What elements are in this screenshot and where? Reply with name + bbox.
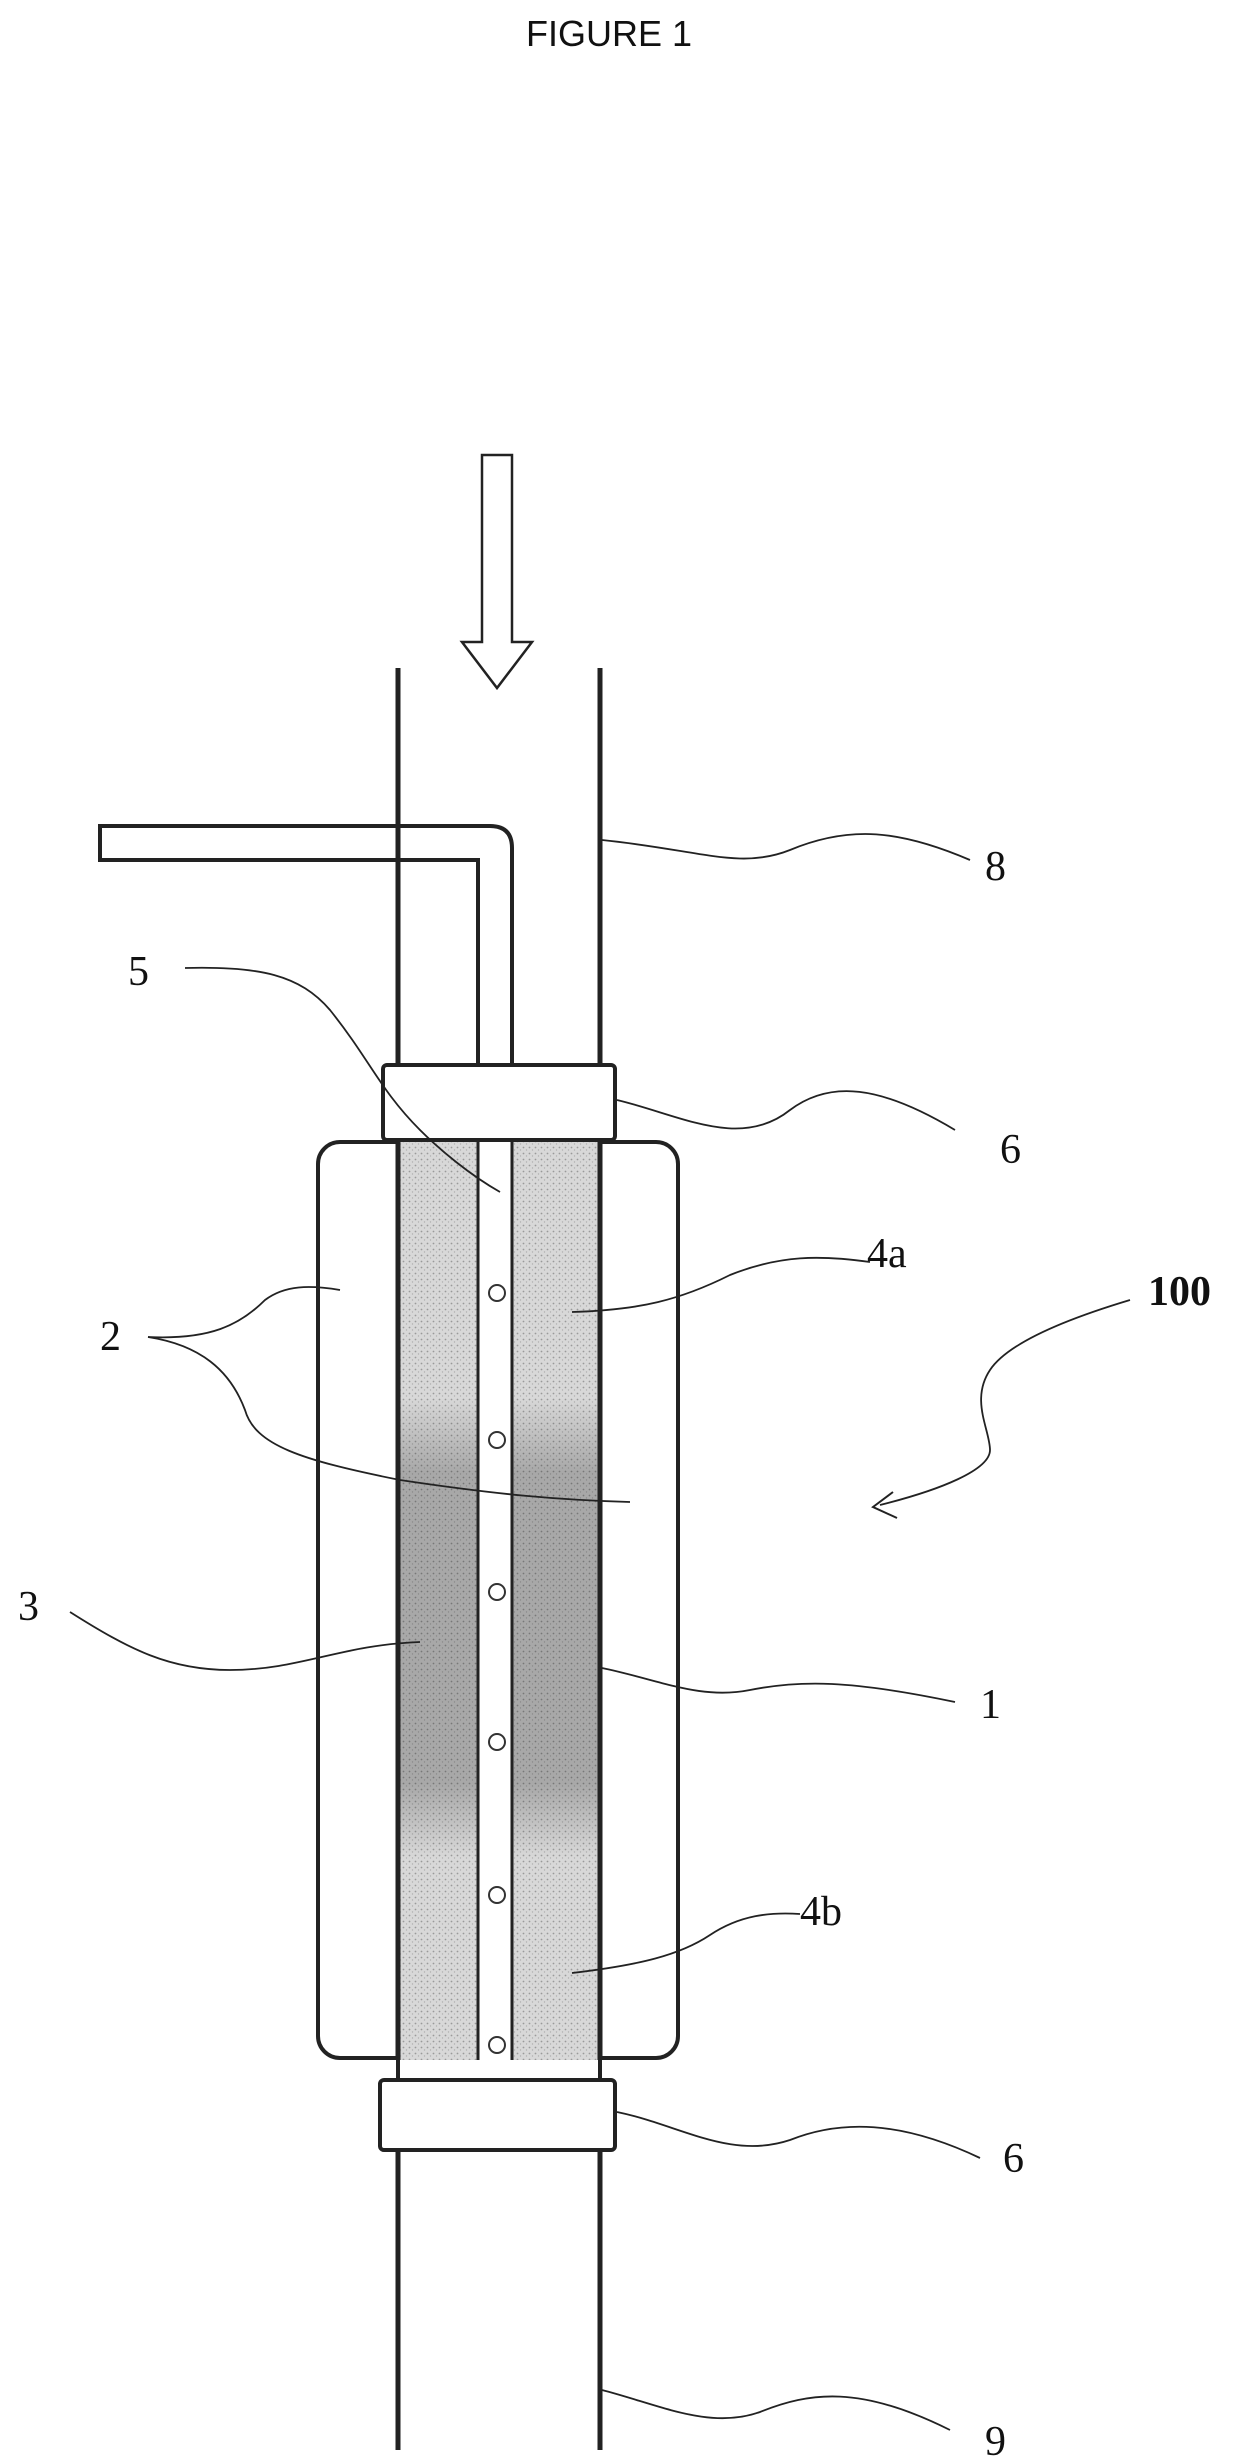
label-4b: 4b	[800, 1889, 842, 1935]
label-6-bottom: 6	[1003, 2136, 1024, 2182]
injection-tube	[100, 826, 512, 1063]
leader-2-upper	[148, 1287, 340, 1337]
leader-6-top	[617, 1091, 955, 1130]
leader-100	[880, 1300, 1130, 1505]
leader-6-bottom	[617, 2112, 980, 2158]
label-100: 100	[1148, 1269, 1211, 1315]
perforation-hole	[489, 1584, 505, 1600]
perforation-hole	[489, 1734, 505, 1750]
arrowhead-100-icon	[873, 1492, 897, 1518]
perforation-hole	[489, 1432, 505, 1448]
perforation-hole	[489, 1285, 505, 1301]
label-4a: 4a	[867, 1231, 907, 1277]
packing-left-dark-zone	[398, 1140, 478, 2060]
flow-arrow-icon	[462, 455, 532, 688]
label-1: 1	[980, 1682, 1001, 1728]
packing-right-dark-zone	[512, 1140, 600, 2060]
leader-8	[602, 834, 970, 860]
label-8: 8	[985, 844, 1006, 890]
label-2: 2	[100, 1314, 121, 1360]
flange-coupling-bottom	[380, 2080, 615, 2150]
figure-title: FIGURE 1	[526, 13, 692, 54]
label-9: 9	[985, 2419, 1006, 2463]
label-3: 3	[18, 1584, 39, 1630]
leader-9	[602, 2390, 950, 2430]
label-5: 5	[128, 949, 149, 995]
perforation-hole	[489, 1887, 505, 1903]
label-6-top: 6	[1000, 1127, 1021, 1173]
perforation-hole	[489, 2037, 505, 2053]
